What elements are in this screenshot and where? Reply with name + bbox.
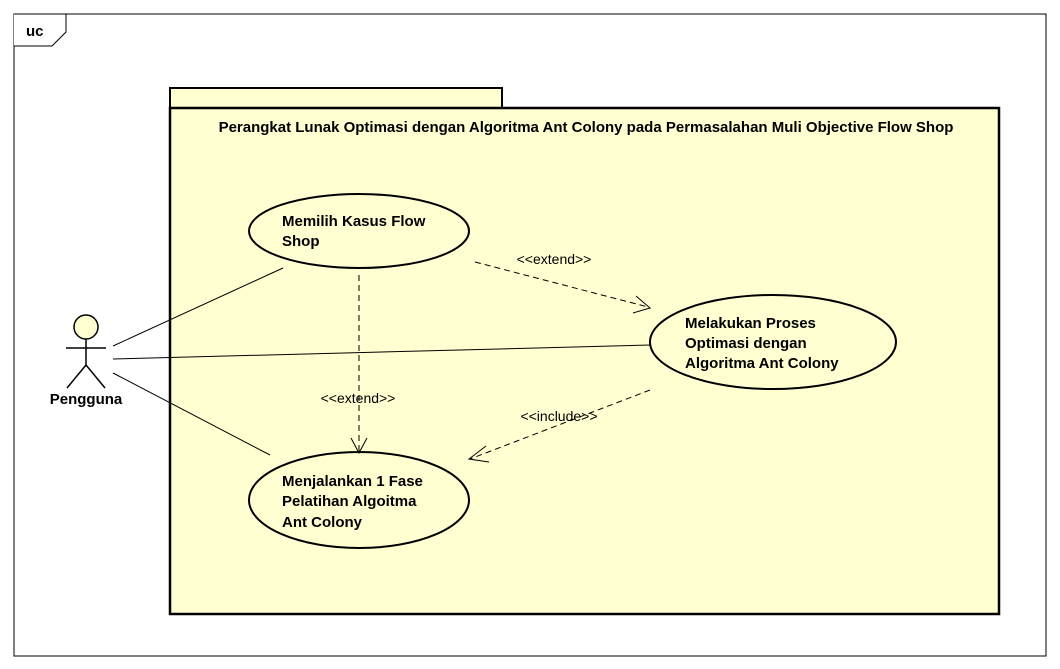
association-melakukan <box>112 344 652 360</box>
include-label-1: <<include>> <box>520 408 597 424</box>
use-case-menjalankan-label: Menjalankan 1 Fase Pelatihan Algoitma An… <box>282 473 427 531</box>
actor-left-leg <box>66 364 87 389</box>
actor-right-leg <box>85 364 106 389</box>
use-case-memilih-label: Memilih Kasus Flow Shop <box>282 213 430 250</box>
use-case-melakukan-label: Melakukan Proses Optimasi dengan Algorit… <box>685 315 839 372</box>
extend-arrowhead-1 <box>632 295 652 314</box>
include-arrow-1 <box>469 389 651 460</box>
extend-label-2: <<extend>> <box>321 390 396 406</box>
use-case-memilih-kasus[interactable] <box>248 193 470 269</box>
actor-head <box>73 314 99 340</box>
include-arrowhead-1 <box>467 445 490 463</box>
actor-name: Pengguna <box>50 391 123 408</box>
system-tab <box>169 87 503 109</box>
extend-arrowhead-2 <box>350 437 368 455</box>
frame-tag-label: uc <box>26 23 44 40</box>
system-title: Perangkat Lunak Optimasi dengan Algoritm… <box>219 119 954 136</box>
actor-pengguna[interactable] <box>66 314 106 389</box>
association-memilih <box>112 267 284 347</box>
association-menjalankan <box>112 372 271 456</box>
frame-tag-box <box>14 13 67 47</box>
use-case-melakukan-proses[interactable] <box>649 294 897 390</box>
extend-label-1: <<extend>> <box>517 251 592 267</box>
